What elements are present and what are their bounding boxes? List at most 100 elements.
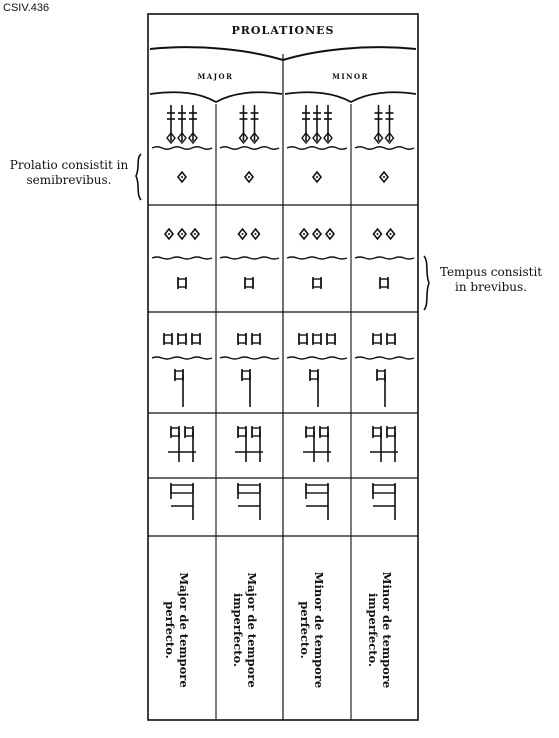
breve-minor-perfecto <box>312 334 322 344</box>
caption-line1: Major de tempore <box>245 572 259 688</box>
right-brace <box>423 255 430 311</box>
semibreve-minor-perfecto <box>311 227 323 241</box>
minim-minor-imperfecto-head <box>384 131 395 145</box>
semibreve-minor-perfecto <box>298 227 310 241</box>
maxima-major-imperfecto <box>237 484 261 494</box>
left-annotation-line2: semibrevibus. <box>26 173 112 187</box>
longa-major-imperfecto <box>237 427 247 437</box>
breve-major-imperfecto <box>237 334 247 344</box>
wavy-divider <box>286 356 348 360</box>
wavy-divider <box>354 256 415 260</box>
semibreve-major-perfecto <box>176 170 188 184</box>
semibreve-major-perfecto <box>163 227 175 241</box>
breve-minor-perfecto <box>326 334 336 344</box>
semibreve-minor-perfecto-dot <box>329 233 331 235</box>
group-label-major: MAJOR <box>197 72 234 81</box>
semibreve-major-imperfecto-dot <box>254 233 257 235</box>
semibreve-major-perfecto-dot <box>194 233 196 235</box>
breve-minor-perfecto <box>312 278 322 288</box>
semibreve-major-perfecto-dot <box>181 176 183 178</box>
semibreve-minor-perfecto <box>311 170 323 184</box>
minim-major-perfecto-head <box>166 131 176 145</box>
wavy-divider <box>219 356 280 360</box>
group-brace-major <box>149 91 283 104</box>
breve-major-imperfecto <box>244 278 254 288</box>
wavy-divider <box>151 256 213 260</box>
semibreve-minor-imperfecto-dot <box>376 233 379 235</box>
longa-major-imperfecto <box>241 370 251 380</box>
wavy-divider <box>151 146 213 150</box>
longa-minor-perfecto <box>305 427 315 437</box>
minim-minor-perfecto-head <box>312 131 322 145</box>
minim-minor-perfecto-head <box>301 131 311 145</box>
longa-major-perfecto <box>184 427 194 437</box>
semibreve-minor-imperfecto-dot <box>389 233 392 235</box>
right-annotation-line2: in brevibus. <box>455 280 527 294</box>
breve-minor-perfecto <box>298 334 308 344</box>
wavy-divider <box>286 256 348 260</box>
semibreve-minor-imperfecto <box>378 170 390 184</box>
wavy-divider <box>219 256 280 260</box>
wavy-divider <box>354 146 415 150</box>
longa-major-perfecto <box>174 370 184 380</box>
caption-line1: Major de tempore <box>177 572 191 688</box>
semibreve-minor-imperfecto <box>372 227 383 241</box>
minim-minor-imperfecto-head <box>373 131 384 145</box>
semibreve-major-perfecto-dot <box>168 233 170 235</box>
caption-line1: Minor de tempore <box>312 571 326 689</box>
wavy-divider <box>151 356 213 360</box>
left-annotation: Prolatio consistit in semibrevibus. <box>2 158 136 188</box>
longa-minor-perfecto <box>309 370 319 380</box>
semibreve-major-imperfecto-dot <box>248 176 250 178</box>
semibreve-major-perfecto-dot <box>181 233 183 235</box>
breve-major-imperfecto <box>251 334 261 344</box>
breve-major-perfecto <box>163 334 173 344</box>
semibreve-minor-perfecto-dot <box>303 233 305 235</box>
breve-minor-imperfecto <box>386 334 396 344</box>
semibreve-minor-perfecto-dot <box>316 233 318 235</box>
minim-major-perfecto-head <box>177 131 187 145</box>
maxima-minor-perfecto <box>305 484 329 494</box>
semibreve-minor-imperfecto-dot <box>383 176 385 178</box>
caption-line1: Minor de tempore <box>380 571 394 689</box>
caption-line2: imperfecto. <box>231 592 245 667</box>
semibreve-minor-perfecto-dot <box>316 176 318 178</box>
table-title: PROLATIONES <box>231 24 335 37</box>
maxima-minor-imperfecto <box>372 484 396 494</box>
title-brace <box>149 46 417 62</box>
wavy-divider <box>354 356 415 360</box>
group-brace-minor <box>284 91 417 104</box>
breve-major-perfecto <box>191 334 201 344</box>
breve-major-perfecto <box>177 334 187 344</box>
breve-minor-imperfecto <box>372 334 382 344</box>
right-annotation-line1: Tempus consistit <box>439 265 543 279</box>
longa-minor-imperfecto <box>386 427 396 437</box>
semibreve-major-imperfecto <box>250 227 261 241</box>
breve-major-perfecto <box>177 278 187 288</box>
group-label-minor: MINOR <box>332 72 369 81</box>
longa-minor-perfecto <box>319 427 329 437</box>
left-brace <box>135 153 142 201</box>
semibreve-major-imperfecto-dot <box>241 233 244 235</box>
left-annotation-line1: Prolatio consistit in <box>9 158 129 172</box>
maxima-major-perfecto <box>170 484 194 494</box>
longa-minor-imperfecto <box>376 370 386 380</box>
semibreve-major-imperfecto <box>243 170 255 184</box>
minim-major-imperfecto-head <box>238 131 249 145</box>
wavy-divider <box>219 146 280 150</box>
minim-major-perfecto-head <box>188 131 198 145</box>
longa-minor-imperfecto <box>372 427 382 437</box>
semibreve-minor-imperfecto <box>385 227 396 241</box>
longa-major-imperfecto <box>251 427 261 437</box>
semibreve-major-imperfecto <box>237 227 248 241</box>
caption-line2: perfecto. <box>298 601 312 659</box>
breve-minor-imperfecto <box>379 278 389 288</box>
minim-minor-perfecto-head <box>323 131 333 145</box>
right-annotation: Tempus consistit in brevibus. <box>430 265 552 295</box>
longa-major-perfecto <box>170 427 180 437</box>
